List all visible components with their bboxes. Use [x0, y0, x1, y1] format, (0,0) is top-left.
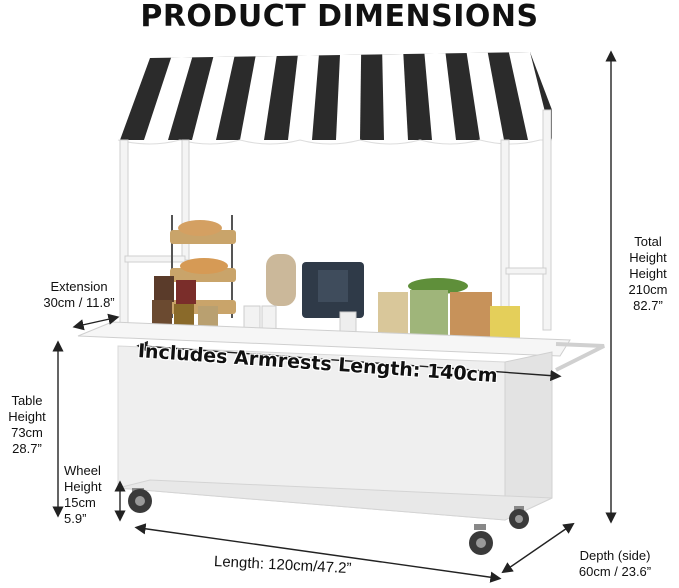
awning-stripe: [288, 55, 319, 141]
table-height-line-1: Table: [11, 393, 43, 408]
awning-stripe: [508, 52, 552, 140]
awning-stripe: [336, 54, 362, 140]
extension-label: Extension 30cm / 11.8”: [24, 279, 134, 311]
total-height-in: 82.7”: [633, 298, 663, 313]
awning-stripe: [382, 54, 408, 140]
extension-title: Extension: [50, 279, 108, 294]
wheel-height-cm: 15cm: [64, 495, 96, 510]
wheel-height-label: Wheel Height 15cm 5.9”: [64, 463, 120, 527]
total-height-line-3: Height: [629, 266, 667, 281]
dimension-lines: [52, 50, 617, 583]
table-height-line-2: Height: [8, 409, 46, 424]
extension-value: 30cm / 11.8”: [43, 295, 115, 310]
wheel-height-in: 5.9”: [64, 511, 87, 526]
awning-stripe: [466, 52, 504, 140]
awning-stripe: [144, 57, 193, 141]
table-height-label: Table Height 73cm 28.7”: [0, 393, 54, 457]
cart-frame: [119, 109, 552, 331]
depth-title: Depth (side): [579, 548, 651, 563]
wheel-height-line-2: Height: [64, 479, 102, 494]
total-height-label: Total Height Height 210cm 82.7”: [618, 234, 678, 314]
display-items: [152, 215, 520, 346]
table-height-in: 28.7”: [12, 441, 42, 456]
awning: [117, 52, 552, 145]
depth-value: 60cm / 23.6”: [578, 564, 652, 579]
total-height-line-2: Height: [629, 250, 667, 265]
total-height-line-1: Total: [634, 234, 662, 249]
wheel-height-line-1: Wheel: [64, 463, 101, 478]
total-height-cm: 210cm: [628, 282, 668, 297]
awning-stripe: [240, 56, 277, 140]
page-title: PRODUCT DIMENSIONS: [140, 0, 539, 34]
table-height-cm: 73cm: [11, 425, 43, 440]
awning-stripe: [424, 53, 456, 141]
cart-body: [117, 345, 553, 521]
depth-label: Depth (side) 60cm / 23.6”: [560, 548, 670, 580]
awning-stripe: [192, 56, 235, 140]
